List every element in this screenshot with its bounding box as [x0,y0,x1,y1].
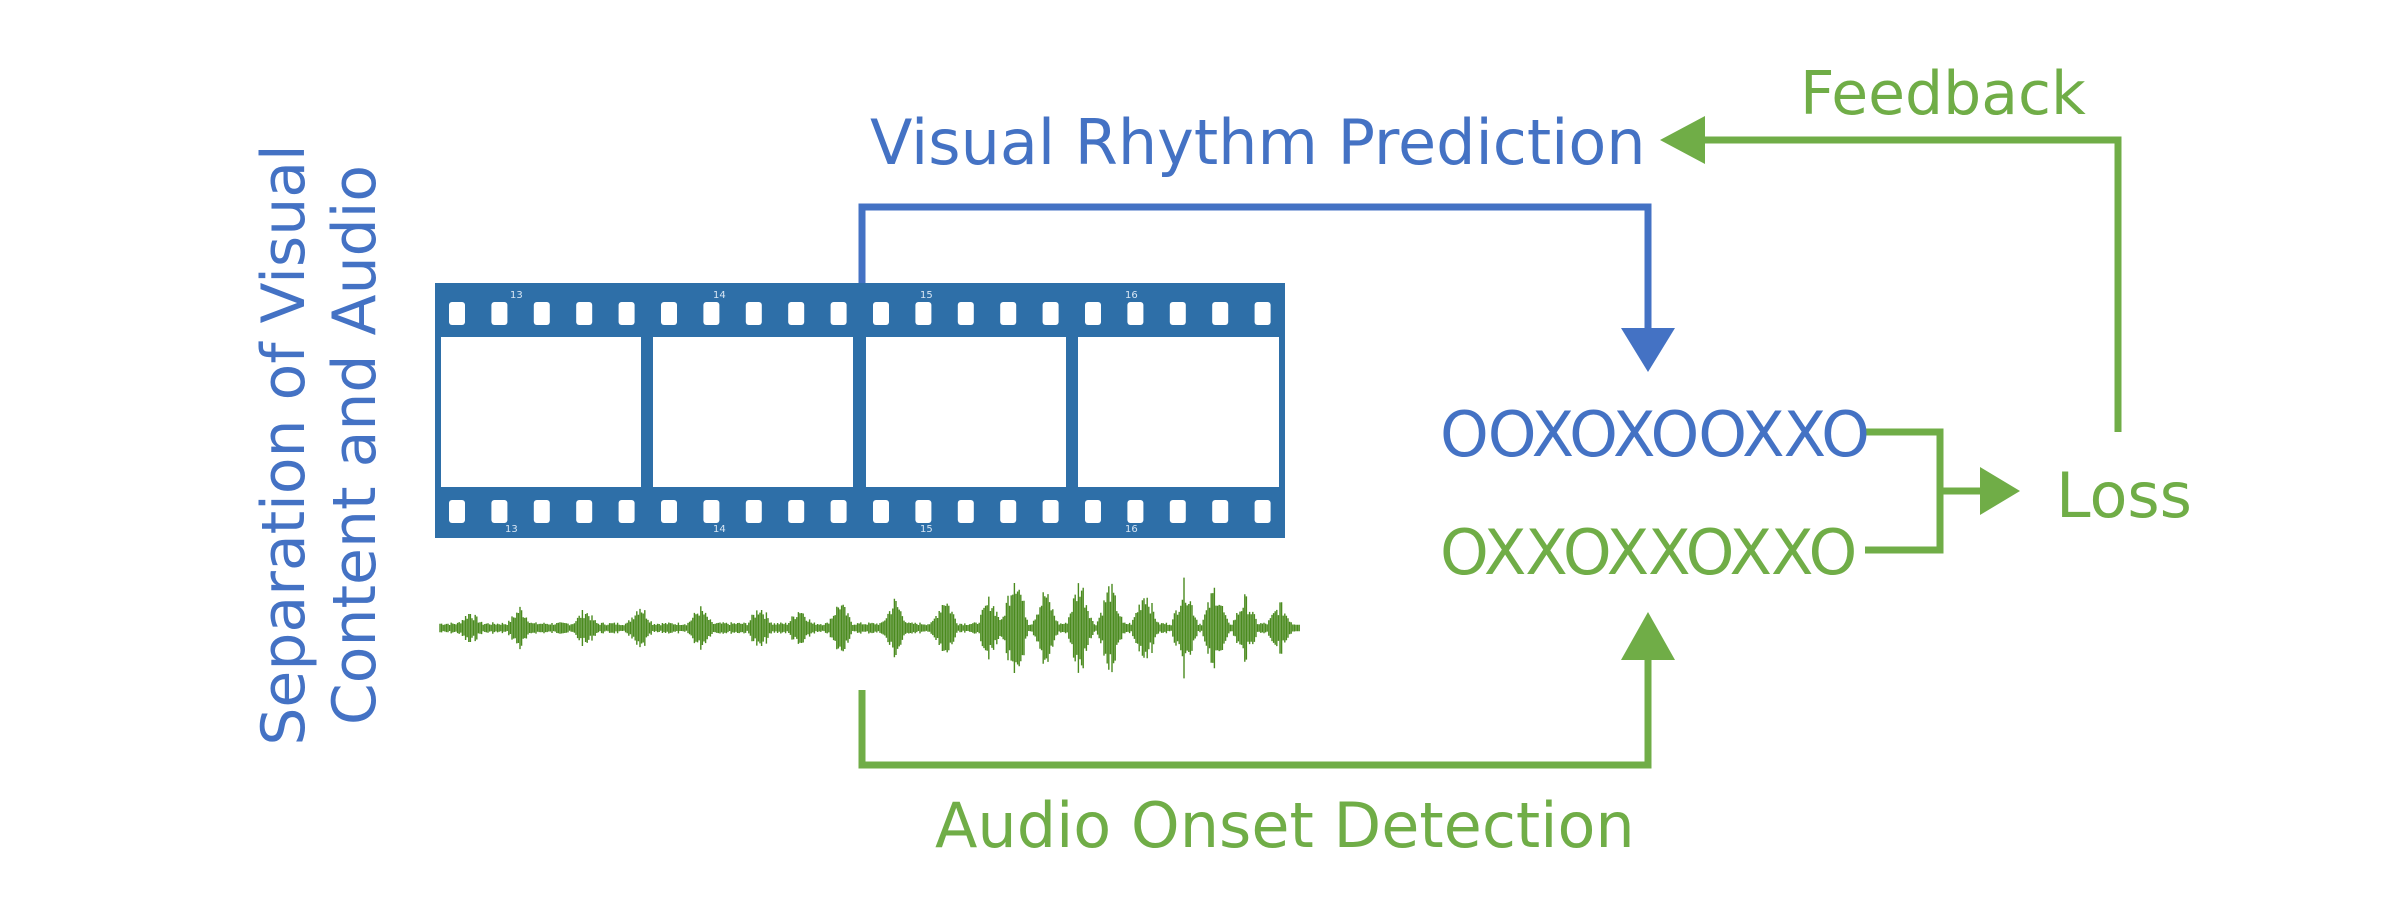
sprocket-hole [618,500,635,523]
sprocket-hole [830,302,847,325]
feedback-connector [1700,136,2122,432]
sprocket-hole [1169,500,1186,523]
sprocket-hole [788,500,805,523]
frame-number-top-1: 13 [510,290,523,301]
sprocket-hole [576,500,593,523]
sprocket-hole [618,302,635,325]
sprocket-hole [533,500,550,523]
sprocket-hole [1085,302,1101,325]
sprocket-hole [1212,302,1229,325]
sprocket-hole [915,302,932,325]
waveform-trace [439,577,1300,679]
sprocket-hole [449,500,465,523]
sprocket-hole [661,500,677,523]
sprocket-hole [1169,302,1186,325]
frame-number-top-4: 16 [1125,290,1138,301]
loss-arrowhead [1980,467,2020,515]
sprocket-hole [491,500,508,523]
audio-waveform-icon [439,577,1300,679]
sprocket-hole [661,302,677,325]
sprocket-hole [1212,500,1229,523]
sprocket-holes-bottom [449,500,1271,523]
sprocket-hole [703,302,720,325]
sprocket-hole [533,302,550,325]
visual-rhythm-label: Visual Rhythm Prediction [870,106,1646,179]
frame-number-bottom-2: 14 [713,524,726,535]
sprocket-hole [491,302,508,325]
sprocket-hole [703,500,720,523]
sprocket-hole [1254,500,1271,523]
sprocket-hole [1127,500,1144,523]
film-frame-3 [866,337,1066,487]
frame-number-top-2: 14 [713,290,726,301]
feedback-arrowhead [1660,116,1705,164]
sprocket-hole [1042,302,1059,325]
frame-number-top-3: 15 [920,290,933,301]
compare-bracket [1865,428,1944,554]
film-strip-icon: 13 14 15 16 13 14 15 16 [435,283,1285,538]
audio-onset-connector [858,655,1652,769]
sprocket-hole [915,500,932,523]
sprocket-hole [1127,302,1144,325]
sprocket-hole [1042,500,1059,523]
sprocket-hole [1085,500,1101,523]
sprocket-hole [745,500,762,523]
sprocket-hole [830,500,847,523]
sprocket-hole [1000,302,1017,325]
side-title: Separation of Visual Content and Audio [249,144,391,745]
side-title-line-2: Content and Audio [320,164,390,726]
sprocket-hole [873,302,889,325]
frame-number-bottom-1: 13 [505,524,518,535]
side-title-line-1: Separation of Visual [249,144,320,746]
sprocket-hole [957,302,974,325]
visual-rhythm-connector [858,203,1652,330]
sprocket-hole [957,500,974,523]
film-frame-2 [653,337,853,487]
frame-number-bottom-3: 15 [920,524,933,535]
frame-number-bottom-4: 16 [1125,524,1138,535]
loss-label: Loss [2056,459,2192,532]
sprocket-hole [788,302,805,325]
predicted-sequence: OOXOXOOXXO [1440,398,1870,471]
sprocket-hole [745,302,762,325]
film-frame-1 [441,337,641,487]
audio-onset-label: Audio Onset Detection [935,789,1635,862]
sprocket-hole [873,500,889,523]
audio-onset-arrowhead [1621,612,1675,660]
sprocket-hole [576,302,593,325]
sprocket-holes-top [449,302,1271,325]
sprocket-hole [1254,302,1271,325]
detected-sequence: OXXOXXOXXO [1440,516,1857,589]
film-frame-4 [1078,337,1279,487]
feedback-label: Feedback [1800,59,2086,129]
sprocket-hole [449,302,465,325]
sprocket-hole [1000,500,1017,523]
visual-rhythm-arrowhead [1621,328,1675,372]
